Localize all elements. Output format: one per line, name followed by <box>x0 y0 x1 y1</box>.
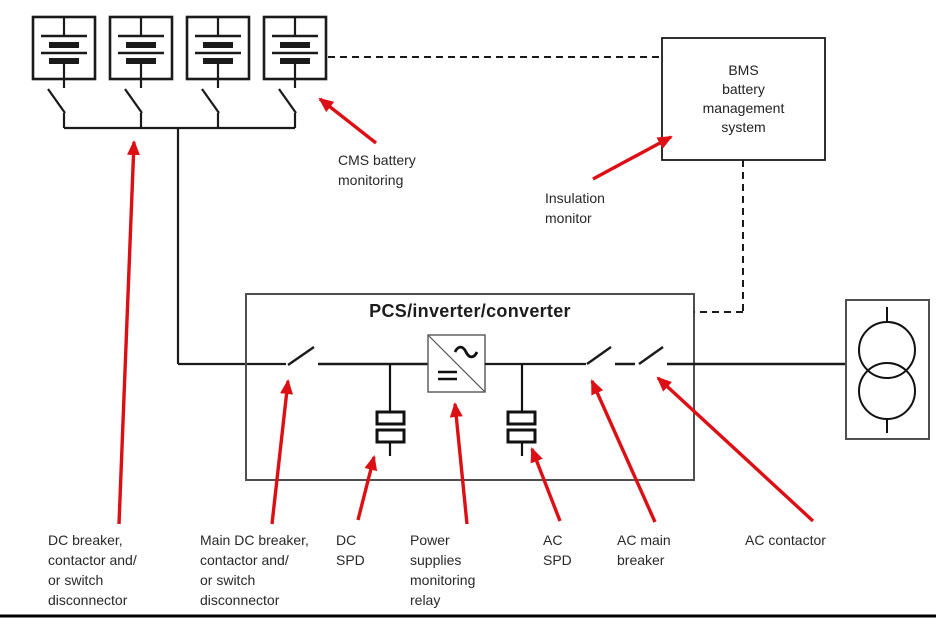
transformer-icon <box>845 299 930 440</box>
callout-ac-contactor: AC contactor <box>745 532 826 548</box>
callout-dc-breaker: DC breaker, contactor and/ or switch dis… <box>48 532 137 608</box>
callout-power-supplies-relay: Power supplies monitoring relay <box>410 532 476 608</box>
comm-dashed-line <box>328 56 744 313</box>
pcs-enclosure-box <box>245 293 695 481</box>
bms-box-label: BMS battery management system <box>702 62 785 135</box>
arrow-dc-breaker <box>117 140 140 525</box>
dc-ac-inverter-icon <box>427 334 586 393</box>
spd-icon <box>375 364 406 456</box>
breaker-switch-icon <box>586 346 846 366</box>
dc-bus-line <box>64 126 295 366</box>
arrow-dc-spd <box>356 455 378 521</box>
callout-ac-main-breaker: AC main breaker <box>617 532 671 568</box>
arrow-ac-main-breaker <box>590 379 657 523</box>
breaker-switch-icon <box>287 346 428 366</box>
bms-box <box>661 37 826 161</box>
arrow-power-relay <box>449 402 469 525</box>
arrow-ac-spd <box>530 447 562 522</box>
disconnect-switch-icon <box>47 88 297 128</box>
pcs-box-title: PCS/inverter/converter <box>369 301 571 321</box>
arrow-cms-monitoring <box>318 97 378 145</box>
battery-module-icon <box>31 15 328 88</box>
callout-insulation-monitor: Insulation monitor <box>545 190 605 226</box>
arrow-ac-contactor <box>656 376 815 523</box>
callout-cms-battery-monitoring: CMS battery monitoring <box>338 152 416 188</box>
callout-main-dc-breaker: Main DC breaker, contactor and/ or switc… <box>200 532 309 608</box>
callout-ac-spd: AC SPD <box>543 532 572 568</box>
arrow-insulation <box>592 135 673 181</box>
spd-icon <box>506 364 537 456</box>
arrow-main-dc-breaker <box>270 379 294 525</box>
callout-dc-spd: DC SPD <box>336 532 365 568</box>
